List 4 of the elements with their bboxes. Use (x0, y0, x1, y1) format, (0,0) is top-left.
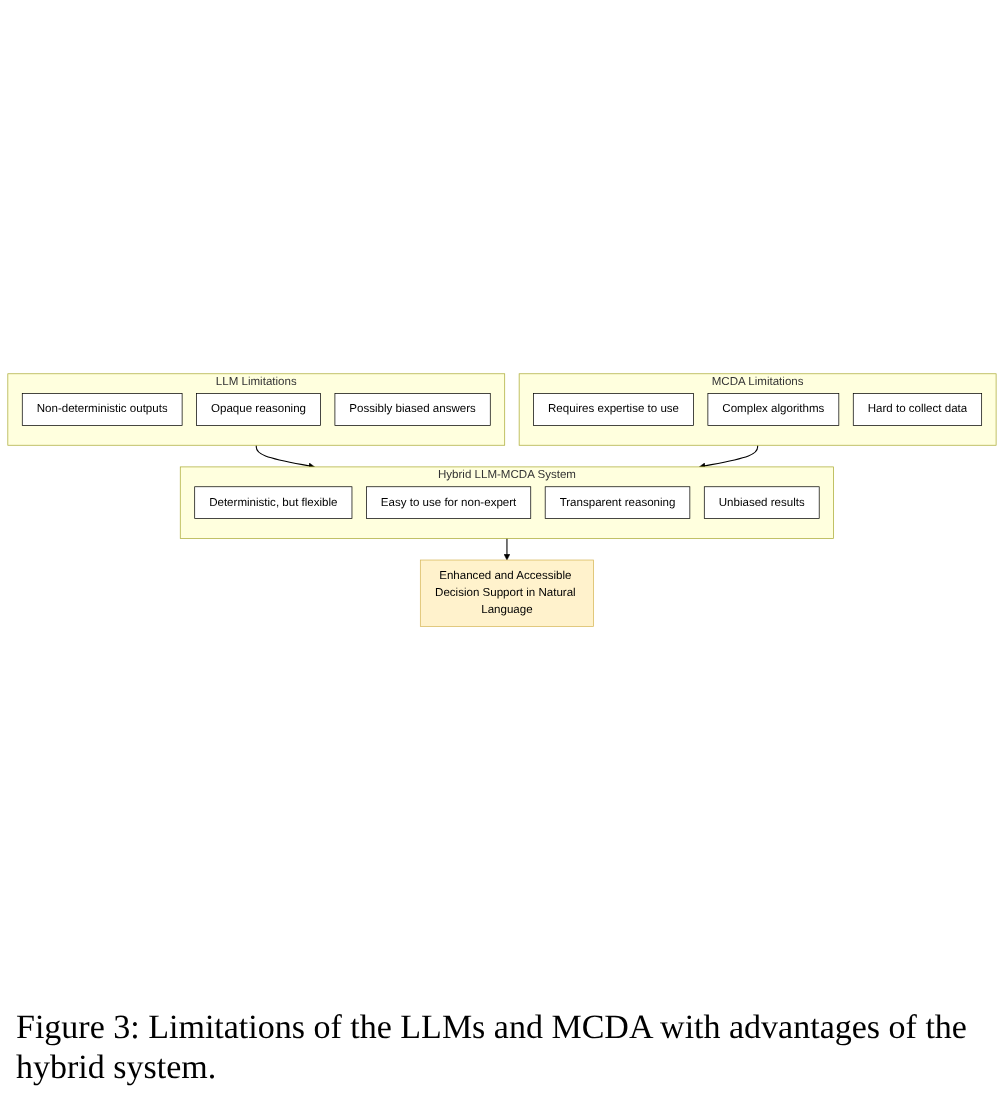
arrow (699, 444, 759, 469)
arrow (503, 537, 511, 561)
figure-caption: Figure 3: Limitations of the LLMs and MCDA with advantages of the hybrid system. (16, 1008, 969, 1090)
arrow (255, 444, 315, 469)
